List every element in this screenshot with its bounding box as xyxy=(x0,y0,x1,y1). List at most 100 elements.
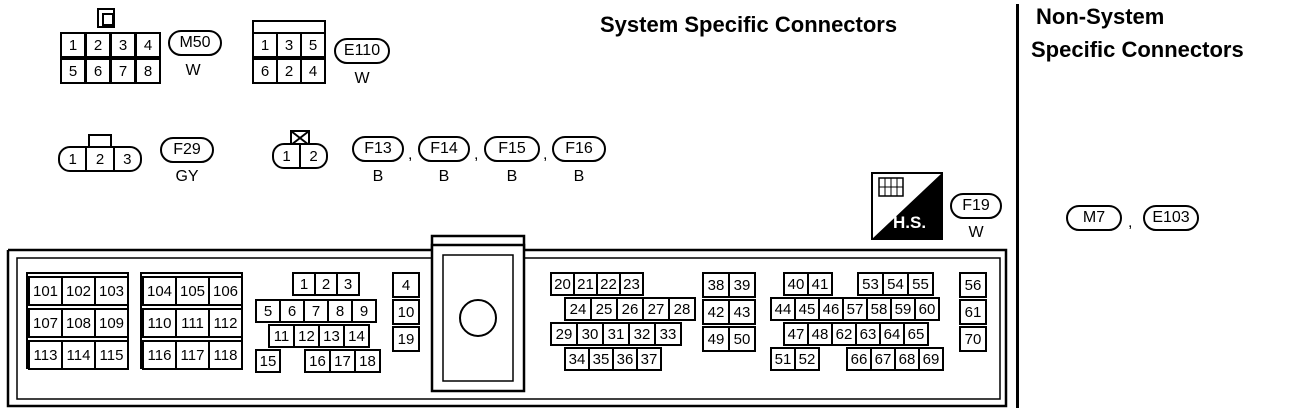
f13-color: B xyxy=(372,168,384,185)
f14-color: B xyxy=(438,168,450,185)
f13-pin: 1 xyxy=(282,147,291,165)
ecu-pin: 34 xyxy=(564,347,590,371)
separator: , xyxy=(1128,214,1133,231)
section-divider xyxy=(1016,4,1019,408)
ecu-pin: 10 xyxy=(392,299,420,325)
f15-label: F15 xyxy=(484,136,540,162)
ecu-pin: 108 xyxy=(61,308,96,338)
ecu-connector-outline xyxy=(6,234,1008,408)
ecu-pin: 103 xyxy=(94,276,129,306)
ecu-pin: 110 xyxy=(142,308,177,338)
ecu-pin: 113 xyxy=(28,340,63,370)
ecu-pin: 6 xyxy=(279,299,305,323)
m50-color: W xyxy=(185,62,201,79)
ecu-pin: 17 xyxy=(329,349,356,373)
separator: , xyxy=(543,146,548,163)
ecu-pin: 40 xyxy=(783,272,809,296)
ecu-pin: 56 xyxy=(959,272,987,298)
ecu-pin: 104 xyxy=(142,276,177,306)
ecu-pin: 42 xyxy=(702,299,730,325)
ecu-pin: 8 xyxy=(327,299,353,323)
ecu-pin: 21 xyxy=(573,272,598,296)
f13-pin: 2 xyxy=(299,145,326,167)
ecu-pin: 64 xyxy=(879,322,905,346)
ecu-pin: 53 xyxy=(857,272,884,296)
ecu-pin: 11 xyxy=(268,324,295,348)
ecu-pin: 67 xyxy=(870,347,896,371)
ecu-pin: 1 xyxy=(292,272,316,296)
ecu-pin: 35 xyxy=(588,347,614,371)
ecu-pin: 26 xyxy=(616,297,644,321)
ecu-pin: 30 xyxy=(576,322,604,346)
ecu-pin: 23 xyxy=(619,272,644,296)
ecu-pin: 102 xyxy=(61,276,96,306)
m50-pin: 8 xyxy=(135,58,161,84)
f13-lock-tab-icon xyxy=(290,130,310,146)
f29-pin: 1 xyxy=(68,150,77,168)
separator: , xyxy=(474,146,479,163)
ecu-pin: 15 xyxy=(255,349,281,373)
f19-color: W xyxy=(968,224,984,241)
ecu-pin: 59 xyxy=(890,297,916,321)
e110-color: W xyxy=(354,70,370,87)
ecu-pin: 29 xyxy=(550,322,578,346)
f29-connector-body: 1 2 3 xyxy=(58,146,142,172)
ecu-pin: 38 xyxy=(702,272,730,298)
ecu-pin: 66 xyxy=(846,347,872,371)
ecu-pin: 51 xyxy=(770,347,796,371)
ecu-pin: 33 xyxy=(654,322,682,346)
f16-label: F16 xyxy=(552,136,606,162)
ecu-pin: 112 xyxy=(208,308,243,338)
ecu-pin: 70 xyxy=(959,326,987,352)
ecu-pin: 19 xyxy=(392,326,420,352)
m50-pin: 1 xyxy=(60,32,86,58)
ecu-pin: 27 xyxy=(642,297,670,321)
system-specific-heading: System Specific Connectors xyxy=(600,12,898,37)
ecu-pin: 36 xyxy=(612,347,638,371)
f16-color: B xyxy=(573,168,585,185)
ecu-pin: 48 xyxy=(807,322,833,346)
ecu-pin: 101 xyxy=(28,276,63,306)
ecu-pin: 13 xyxy=(318,324,345,348)
ecu-pin: 25 xyxy=(590,297,618,321)
m50-pin: 6 xyxy=(85,58,111,84)
e110-pin: 4 xyxy=(300,58,326,84)
ecu-pin: 14 xyxy=(343,324,370,348)
f29-label: F29 xyxy=(160,137,214,163)
f29-pin: 3 xyxy=(112,148,140,170)
f15-color: B xyxy=(506,168,518,185)
ecu-pin: 9 xyxy=(351,299,377,323)
ecu-pin: 31 xyxy=(602,322,630,346)
ecu-pin: 44 xyxy=(770,297,796,321)
ecu-pin: 5 xyxy=(255,299,281,323)
ecu-pin: 16 xyxy=(304,349,331,373)
m50-pin: 5 xyxy=(60,58,86,84)
ecu-pin: 41 xyxy=(807,272,833,296)
f29-color: GY xyxy=(175,168,199,185)
m7-label: M7 xyxy=(1066,205,1122,231)
ecu-pin: 12 xyxy=(293,324,320,348)
ecu-pin: 65 xyxy=(903,322,929,346)
ecu-pin: 106 xyxy=(208,276,243,306)
ecu-pin: 62 xyxy=(831,322,857,346)
ecu-pin: 63 xyxy=(855,322,881,346)
f14-label: F14 xyxy=(418,136,470,162)
ecu-pin: 117 xyxy=(175,340,210,370)
ecu-pin: 37 xyxy=(636,347,662,371)
ecu-pin: 111 xyxy=(175,308,210,338)
ecu-pin: 50 xyxy=(728,326,756,352)
e103-label: E103 xyxy=(1143,205,1199,231)
separator: , xyxy=(408,146,413,163)
ecu-pin: 47 xyxy=(783,322,809,346)
ecu-pin: 49 xyxy=(702,326,730,352)
m50-pin: 2 xyxy=(85,32,111,58)
ecu-pin: 18 xyxy=(354,349,381,373)
non-system-heading-line2: Specific Connectors xyxy=(1031,37,1244,62)
ecu-pin: 69 xyxy=(918,347,944,371)
f19-label: F19 xyxy=(950,193,1002,219)
m50-label: M50 xyxy=(168,30,222,56)
harness-side-icon xyxy=(871,172,943,240)
ecu-pin: 52 xyxy=(794,347,820,371)
ecu-pin: 118 xyxy=(208,340,243,370)
ecu-pin: 45 xyxy=(794,297,820,321)
